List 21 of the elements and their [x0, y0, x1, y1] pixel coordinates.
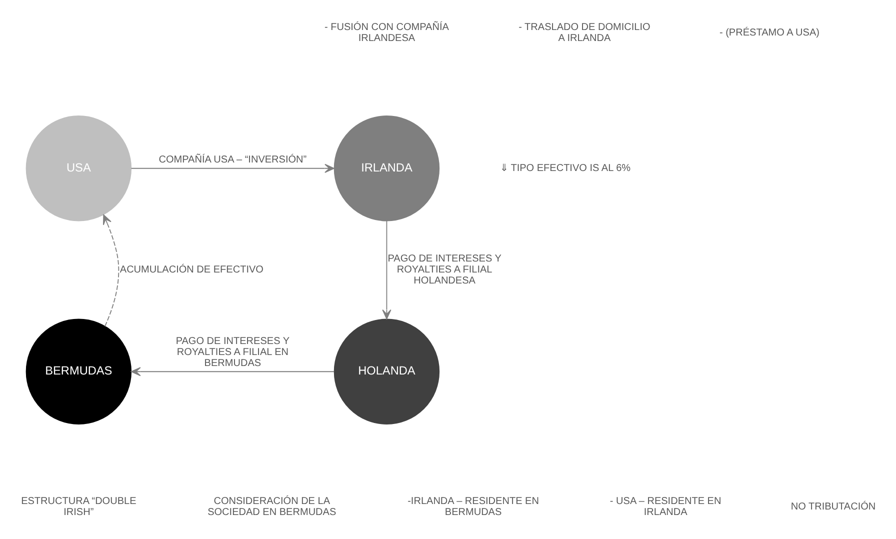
- node-circle: HOLANDA: [334, 318, 440, 424]
- arrow: [130, 163, 335, 172]
- label: - FUSIÓN CON COMPAÑÍA IRLANDESA: [324, 22, 449, 44]
- label: ESTRUCTURA “DOUBLE IRISH”: [21, 496, 136, 518]
- edge-label: COMPAÑÍA USA – “INVERSIÓN”: [158, 154, 307, 166]
- node-circle: USA: [26, 115, 132, 221]
- node-circle: BERMUDAS: [26, 318, 132, 424]
- label: - (PRÉSTAMO A USA): [719, 27, 820, 38]
- arrow: [103, 214, 120, 326]
- arrow: [382, 220, 392, 319]
- node-circle: IRLANDA: [334, 115, 440, 221]
- label: - TRASLADO DE DOMICILIO A IRLANDA: [518, 22, 650, 44]
- edge-label: ACUMULACIÓN DE EFECTIVO: [120, 264, 264, 276]
- label: -IRLANDA – RESIDENTE EN BERMUDAS: [408, 496, 539, 518]
- label: - USA – RESIDENTE EN IRLANDA: [610, 496, 722, 518]
- edge-label: PAGO DE INTERESES Y ROYALTIES A FILIAL HOLANDESA: [388, 253, 502, 286]
- label: NO TRIBUTACIÓN: [790, 501, 876, 512]
- arrow: [130, 366, 335, 376]
- label: ⇓ TIPO EFECTIVO IS AL 6%: [500, 162, 631, 174]
- label: CONSIDERACIÓN DE LA SOCIEDAD EN BERMUDAS: [208, 496, 336, 518]
- edge-label: PAGO DE INTERESES Y ROYALTIES A FILIAL EN BERMUDAS: [176, 336, 290, 368]
